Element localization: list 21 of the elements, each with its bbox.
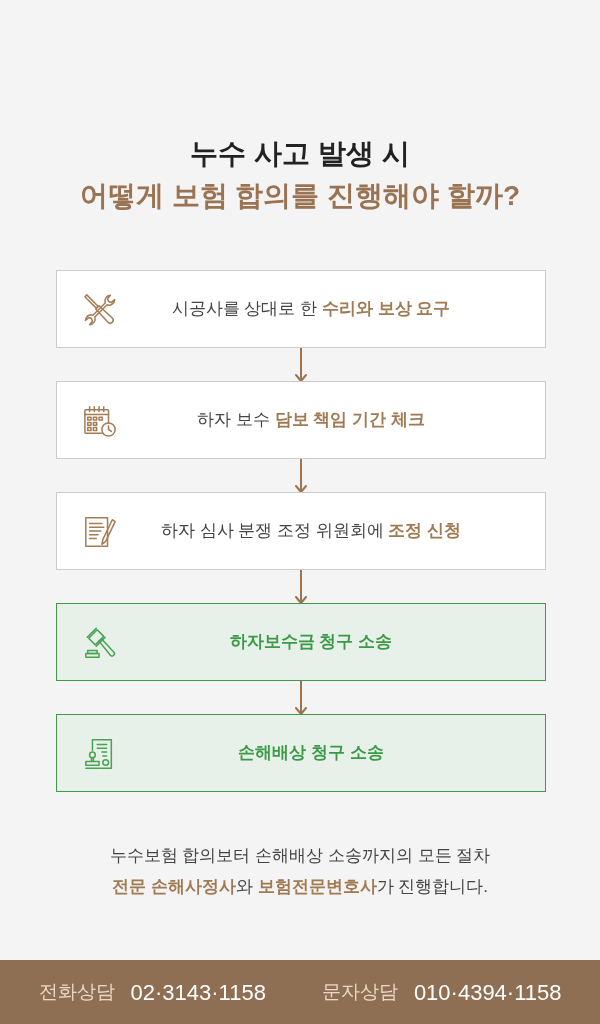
phone-number: 02·3143·1158: [130, 978, 266, 1007]
arrow: [295, 347, 307, 382]
step-box: [56, 714, 546, 792]
closing-note: 누수보험 합의보터 손해배상 소송까지의 모든 절차 전문 손해사정사와 보험전문변호사가 진행합니다.: [108, 845, 492, 898]
sms-label: 문자상담: [321, 979, 398, 1004]
step-box: [56, 270, 546, 348]
title: 누수 사고 발생 시: [190, 137, 410, 171]
step-box: [56, 603, 546, 681]
step-box: [56, 381, 546, 459]
step-text: 시공사를 상대로 한 수리와 보상 요구: [171, 298, 451, 320]
phone-label: 전화상담: [38, 979, 115, 1004]
step-text: 하자 보수 담보 책임 기간 체크: [197, 409, 425, 431]
arrow: [295, 569, 307, 604]
step-box: [56, 492, 546, 570]
arrow: [295, 458, 307, 493]
step-text: 하자 심사 분쟁 조정 위원회에 조정 신청: [160, 520, 462, 542]
subtitle: 어떻게 보험 합의를 진행해야 할까?: [79, 179, 521, 213]
step-text: 손해배상 청구 소송: [238, 742, 384, 764]
sms-number: 010·4394·1158: [413, 978, 562, 1007]
arrow: [295, 680, 307, 715]
step-text: 하자보수금 청구 소송: [229, 631, 393, 653]
